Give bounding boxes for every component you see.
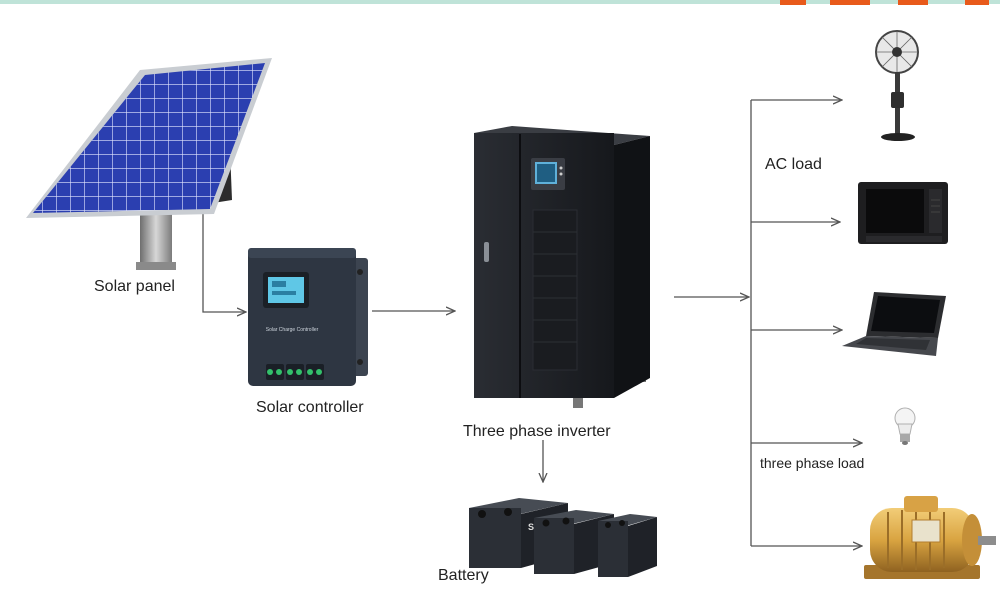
three-phase-load-label: three phase load xyxy=(760,455,865,471)
battery-unit-2 xyxy=(534,510,614,574)
controller-caption: Solar Charge Controller xyxy=(266,327,319,333)
panel-to-controller-line xyxy=(202,180,246,312)
controller-terminals xyxy=(266,364,324,380)
connection-lines xyxy=(202,100,862,546)
fan-icon xyxy=(875,30,919,141)
laptop-icon xyxy=(842,292,946,356)
ac-load-label: AC load xyxy=(765,156,822,173)
battery-unit-3 xyxy=(598,514,657,577)
motor-icon xyxy=(864,496,996,579)
solar-panel-label: Solar panel xyxy=(94,278,175,295)
battery-label: Battery xyxy=(438,567,489,584)
inverter-label: Three phase inverter xyxy=(463,423,611,440)
inverter-cabinet-image xyxy=(474,126,650,408)
solar-controller-label: Solar controller xyxy=(256,399,364,416)
logo-fragment xyxy=(780,0,989,5)
light-bulb-icon xyxy=(894,407,916,445)
battery-bank-image: SNT xyxy=(469,498,657,577)
top-accent-strip xyxy=(0,0,1000,4)
solar-controller-image: Solar Charge Controller xyxy=(248,248,368,386)
tv-icon xyxy=(858,182,948,244)
solar-panel-image xyxy=(26,58,272,270)
